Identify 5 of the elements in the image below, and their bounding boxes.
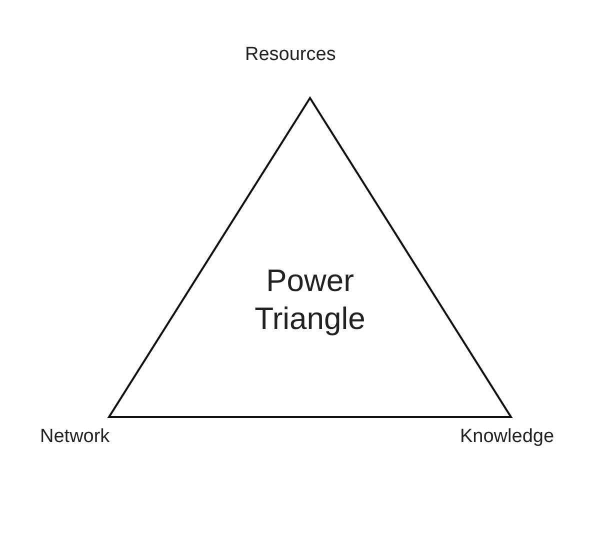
vertex-label: Knowledge <box>460 426 554 448</box>
vertex-label: Resources <box>245 44 336 66</box>
triangle-shape <box>108 97 512 418</box>
center-label: Power Triangle <box>254 262 366 338</box>
vertex-label: Network <box>40 426 110 448</box>
